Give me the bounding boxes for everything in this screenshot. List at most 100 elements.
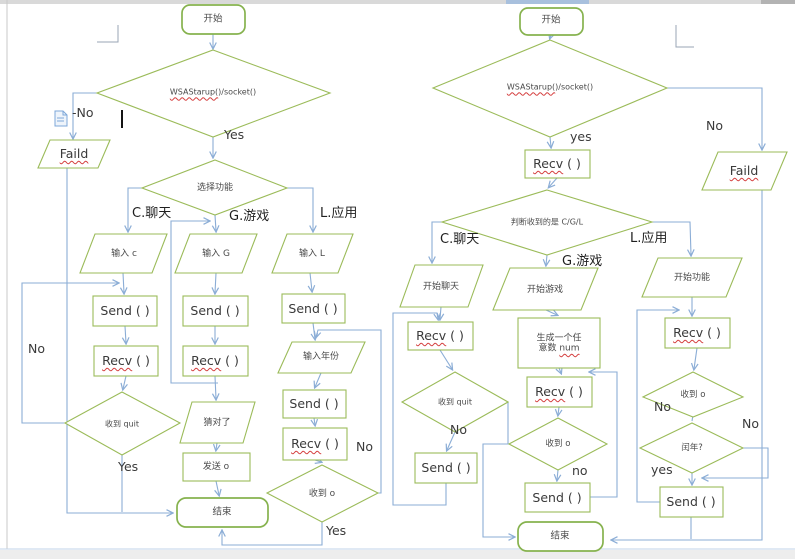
top-window-strip (0, 0, 795, 4)
right-faild-word: Faild (729, 162, 759, 178)
left-guessed-label: 猜对了 (203, 417, 231, 428)
top-strip-scroll-thumb[interactable] (506, 0, 589, 4)
right-start-chat-parallelogram[interactable] (399, 264, 484, 308)
right-send-func-label: Send ( ) (666, 493, 716, 509)
left-recv-2[interactable] (182, 345, 249, 377)
text-cursor (121, 110, 123, 128)
connector (123, 272, 124, 293)
recv-suffix: ( ) (321, 435, 339, 451)
left-recv-4[interactable] (282, 427, 348, 461)
left-branch-c-label: C.聊天 (132, 206, 172, 221)
right-recv-chat[interactable] (407, 321, 474, 351)
recv-word: Recv (416, 327, 447, 343)
connector (432, 221, 442, 262)
left-faild-parallelogram[interactable] (37, 139, 111, 169)
recv-word: Recv (673, 324, 704, 340)
left-branch-g-label: G.游戏 (229, 209, 270, 224)
top-strip-segment (761, 0, 795, 4)
right-recv-0[interactable] (524, 149, 591, 179)
right-recv-o-game-decision[interactable] (507, 417, 609, 471)
connector (123, 375, 126, 389)
connector (128, 187, 142, 231)
left-send-4[interactable] (282, 389, 347, 419)
right-socket-label: WSAStarup()/socket() (507, 82, 593, 91)
connector (549, 177, 558, 187)
connector (310, 272, 312, 291)
left-input-c-parallelogram[interactable] (79, 233, 168, 274)
connector (287, 187, 313, 231)
right-faild-parallelogram[interactable] (701, 151, 788, 191)
left-input-year-parallelogram[interactable] (277, 341, 366, 374)
right-socket-label-b: )/socket() (555, 82, 594, 92)
right-socket-label-a: WSAStarup( (506, 82, 556, 92)
right-start-chat-label: 开始聊天 (422, 281, 460, 292)
right-leap-year-decision[interactable] (638, 422, 745, 474)
left-send-4-label: Send ( ) (289, 395, 339, 411)
left-send-3[interactable] (281, 293, 346, 324)
left-recv-1[interactable] (93, 345, 159, 377)
connector (313, 322, 315, 339)
right-start-func-parallelogram[interactable] (641, 257, 743, 298)
recv-suffix: ( ) (703, 324, 721, 340)
left-recv-o-no-label: No (356, 439, 373, 454)
left-start-label: 开始 (203, 13, 223, 25)
right-recv-func[interactable] (664, 317, 731, 349)
connector (482, 443, 514, 537)
left-send-2[interactable] (182, 295, 249, 327)
connector (170, 221, 218, 384)
left-select-decision[interactable] (140, 159, 289, 216)
right-recv-quit-decision[interactable] (400, 371, 510, 433)
recv-word: Recv (533, 155, 564, 171)
right-start-terminator[interactable] (519, 7, 584, 36)
right-socket-decision[interactable] (431, 39, 669, 138)
left-end-terminator[interactable] (176, 497, 269, 528)
right-send-game[interactable] (524, 482, 591, 513)
left-recv-o-decision[interactable] (265, 464, 380, 523)
connector (125, 325, 126, 343)
right-send-chat-label: Send ( ) (421, 459, 471, 475)
right-leap-yes-label: yes (651, 462, 673, 477)
right-send-func[interactable] (659, 486, 724, 518)
right-branch-c-label: C.聊天 (440, 232, 480, 247)
left-input-l-parallelogram[interactable] (271, 233, 354, 274)
left-send-1[interactable] (92, 295, 158, 327)
recv-word: Recv (191, 352, 222, 368)
right-recv-o-func-decision[interactable] (641, 371, 745, 418)
left-send-o-box[interactable] (182, 452, 251, 482)
left-recv-quit-decision[interactable] (63, 391, 182, 456)
connector (550, 136, 551, 147)
left-recv-quit-label: 收到 quit (104, 419, 140, 429)
connector (612, 190, 763, 540)
right-gen-num-box[interactable] (517, 317, 601, 369)
right-recv-game-label: Recv ( ) (535, 383, 583, 399)
left-yes-branch-label: Yes (224, 127, 245, 142)
right-recv-0-label: Recv ( ) (533, 155, 581, 171)
left-start-terminator[interactable] (181, 4, 246, 35)
connector (652, 221, 691, 255)
right-recv-quit-label: 收到 quit (437, 397, 473, 407)
right-recv-o-func-label: 收到 o (680, 390, 706, 401)
right-end-terminator[interactable] (517, 521, 604, 552)
right-start-game-label: 开始游戏 (526, 284, 564, 295)
connector (215, 214, 216, 231)
right-send-chat[interactable] (414, 452, 478, 484)
left-faild-word: Faild (59, 145, 89, 161)
recv-word: Recv (535, 383, 566, 399)
right-start-game-parallelogram[interactable] (492, 267, 599, 311)
left-no-branch-label: -No (72, 105, 94, 120)
right-branch-g-label: G.游戏 (562, 254, 603, 269)
connector (439, 349, 452, 369)
right-judge-decision[interactable] (440, 189, 654, 256)
connector (557, 469, 558, 480)
right-yes-branch-label: yes (570, 129, 592, 144)
left-connectors (21, 34, 382, 546)
left-socket-decision[interactable] (95, 49, 332, 138)
connector (73, 92, 97, 138)
right-judge-label: 判断收到的是 C/G/L (510, 217, 584, 227)
left-input-g-parallelogram[interactable] (174, 233, 258, 274)
document-icon[interactable] (54, 110, 68, 127)
left-guessed-parallelogram[interactable] (179, 401, 256, 444)
right-recv-game[interactable] (526, 376, 593, 408)
